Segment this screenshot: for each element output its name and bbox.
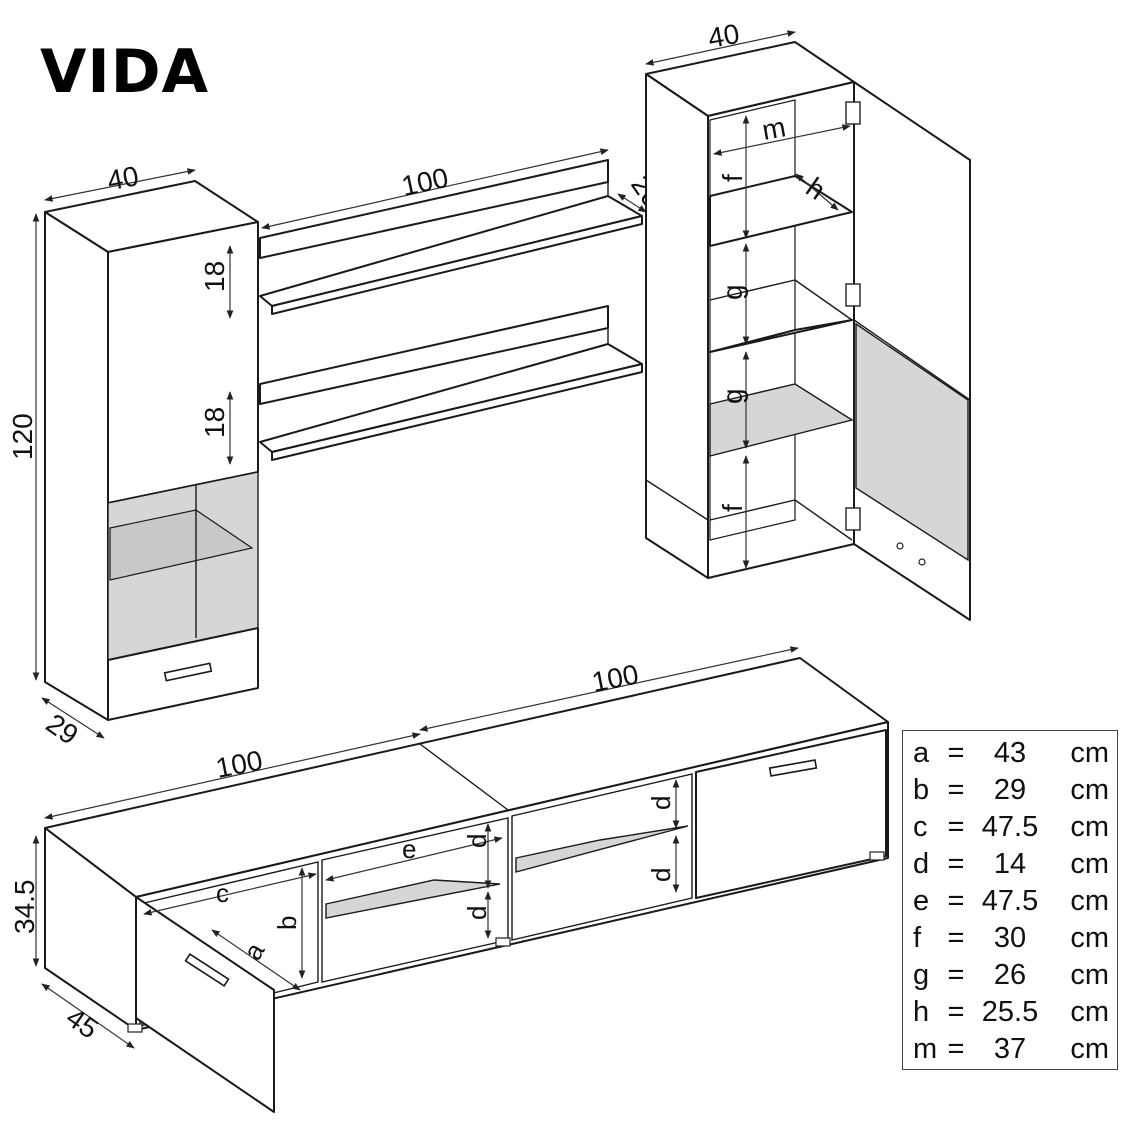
legend-equals: =	[947, 811, 965, 843]
legend-value: 29	[993, 774, 1027, 806]
right-cab-f-top-label: f	[717, 174, 748, 182]
tv-c-label: c	[216, 878, 229, 908]
shelf-gap-top-label: 18	[199, 261, 230, 292]
legend-row: b = 29 cm	[903, 772, 1117, 809]
legend-row: e = 47.5 cm	[903, 883, 1117, 920]
tv-width-right-label: 100	[589, 659, 641, 698]
tv-d-1-label: d	[462, 834, 492, 848]
legend-equals: =	[947, 848, 965, 880]
legend-key: a	[913, 737, 930, 769]
legend-row: c = 47.5 cm	[903, 809, 1117, 846]
legend-unit: cm	[1070, 848, 1109, 880]
left-cab-depth-label: 29	[41, 708, 84, 751]
legend-unit: cm	[1070, 959, 1109, 991]
right-cab-m-label: m	[760, 111, 788, 146]
wall-shelves	[259, 159, 643, 461]
legend-unit: cm	[1070, 996, 1109, 1028]
dimension-legend: a = 43 cm b = 29 cm c = 47.5 cm d = 14 cm e = 47.5 cm f…	[902, 730, 1118, 1070]
legend-row: d = 14 cm	[903, 846, 1117, 883]
legend-row: m = 37 cm	[903, 1031, 1117, 1068]
legend-row: a = 43 cm	[903, 735, 1117, 772]
tv-b-label: b	[272, 916, 302, 930]
legend-key: f	[913, 922, 922, 954]
legend-unit: cm	[1070, 774, 1109, 806]
right-cab-g-top-label: g	[717, 284, 748, 300]
legend-key: e	[913, 885, 930, 917]
legend-equals: =	[947, 737, 965, 769]
tv-width-left-label: 100	[213, 745, 265, 784]
tv-e-label: e	[402, 834, 416, 864]
right-cab-f-bottom-label: f	[717, 504, 748, 512]
legend-key: b	[913, 774, 930, 806]
legend-key: m	[913, 1033, 938, 1065]
shelf-width-label: 100	[399, 162, 451, 202]
legend-key: d	[913, 848, 930, 880]
legend-value: 47.5	[981, 885, 1039, 917]
legend-value: 26	[993, 959, 1027, 991]
tv-d-2-label: d	[462, 906, 492, 920]
legend-equals: =	[947, 922, 965, 954]
legend-equals: =	[947, 996, 965, 1028]
legend-unit: cm	[1070, 922, 1109, 954]
right-cab-g-bottom-label: g	[717, 388, 748, 404]
tv-d-3-label: d	[646, 796, 676, 810]
legend-value: 47.5	[981, 811, 1039, 843]
legend-key: h	[913, 996, 930, 1028]
legend-value: 43	[993, 737, 1027, 769]
tv-d-4-label: d	[646, 868, 676, 882]
legend-key: g	[913, 959, 930, 991]
product-title: VIDA	[40, 37, 209, 107]
right-cabinet-dimensions: 40 m h f g g f	[645, 18, 851, 569]
legend-unit: cm	[1070, 811, 1109, 843]
legend-value: 14	[993, 848, 1027, 880]
legend-row: g = 26 cm	[903, 957, 1117, 994]
right-tall-cabinet	[645, 41, 971, 621]
legend-value: 25.5	[981, 996, 1039, 1028]
tv-depth-label: 45	[61, 1002, 104, 1045]
tv-unit	[44, 657, 889, 1113]
legend-equals: =	[947, 885, 965, 917]
legend-unit: cm	[1070, 1033, 1109, 1065]
legend-equals: =	[947, 1033, 965, 1065]
legend-unit: cm	[1070, 737, 1109, 769]
legend-row: f = 30 cm	[903, 920, 1117, 957]
legend-equals: =	[947, 774, 965, 806]
tv-height-label: 34.5	[9, 880, 40, 935]
legend-row: h = 25.5 cm	[903, 994, 1117, 1031]
legend-key: c	[913, 811, 928, 843]
legend-unit: cm	[1070, 885, 1109, 917]
legend-value: 37	[993, 1033, 1027, 1065]
left-tall-cabinet	[44, 180, 259, 721]
shelf-gap-bottom-label: 18	[199, 407, 230, 438]
left-cab-width-label: 40	[105, 160, 141, 196]
legend-value: 30	[993, 922, 1027, 954]
legend-equals: =	[947, 959, 965, 991]
left-cab-height-label: 120	[7, 413, 38, 460]
right-cab-width-label: 40	[706, 18, 742, 54]
